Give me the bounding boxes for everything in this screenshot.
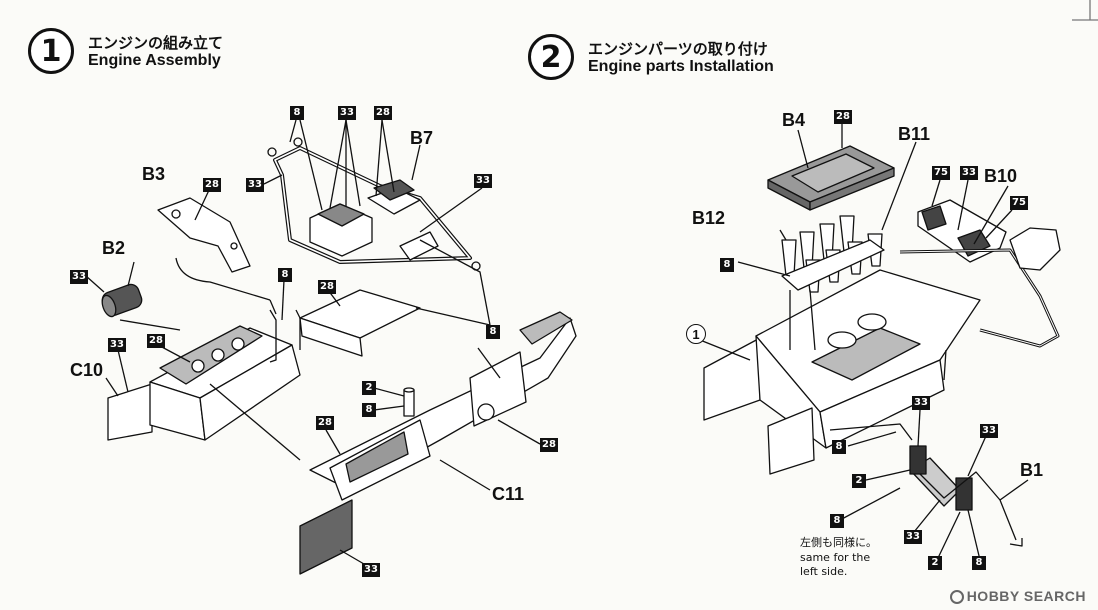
part-number-box: 28 bbox=[318, 280, 336, 294]
part-number-box: 8 bbox=[972, 556, 986, 570]
part-number-box: 8 bbox=[278, 268, 292, 282]
step-1-title-en: Engine Assembly bbox=[88, 52, 221, 69]
part-number-box: 33 bbox=[980, 424, 998, 438]
part-number-box: 2 bbox=[362, 381, 376, 395]
part-number-box: 33 bbox=[108, 338, 126, 352]
part-label-b7: B7 bbox=[410, 128, 434, 148]
watermark: HOBBY SEARCH bbox=[949, 588, 1086, 604]
part-number-box: 33 bbox=[362, 563, 380, 577]
part-number-box: 28 bbox=[834, 110, 852, 124]
reference-step-circle: 1 bbox=[686, 324, 706, 344]
step-2-title-en: Engine parts Installation bbox=[588, 58, 774, 75]
part-label-b1: B1 bbox=[1020, 460, 1044, 480]
part-number-box: 8 bbox=[486, 325, 500, 339]
part-label-b2: B2 bbox=[102, 238, 126, 258]
part-number-box: 8 bbox=[832, 440, 846, 454]
part-number-box: 28 bbox=[540, 438, 558, 452]
part-number-box: 28 bbox=[316, 416, 334, 430]
part-label-c10: C10 bbox=[70, 360, 104, 380]
part-label-b4: B4 bbox=[782, 110, 806, 130]
step-2-title-jp: エンジンパーツの取り付け bbox=[588, 40, 768, 58]
watermark-logo-icon bbox=[949, 590, 964, 604]
part-number-box: 2 bbox=[852, 474, 866, 488]
part-number-box: 33 bbox=[474, 174, 492, 188]
step-1-number: 1 bbox=[28, 28, 74, 74]
part-label-b10: B10 bbox=[984, 166, 1018, 186]
part-number-box: 33 bbox=[338, 106, 356, 120]
part-number-box: 28 bbox=[374, 106, 392, 120]
step-2-number: 2 bbox=[528, 34, 574, 80]
watermark-text: HOBBY SEARCH bbox=[966, 588, 1086, 604]
note-jp: 左側も同様に。 bbox=[800, 536, 877, 549]
part-number-box: 33 bbox=[70, 270, 88, 284]
part-number-box: 33 bbox=[960, 166, 978, 180]
note-en-line-2: left side. bbox=[800, 565, 848, 578]
part-number-box: 8 bbox=[720, 258, 734, 272]
part-number-box: 8 bbox=[362, 403, 376, 417]
part-label-c11: C11 bbox=[492, 484, 525, 504]
part-label-b3: B3 bbox=[142, 164, 166, 184]
part-number-box: 75 bbox=[1010, 196, 1028, 210]
part-label-b12: B12 bbox=[692, 208, 726, 228]
part-number-box: 8 bbox=[830, 514, 844, 528]
part-number-box: 2 bbox=[928, 556, 942, 570]
note-en-line-1: same for the bbox=[800, 551, 871, 564]
part-number-box: 75 bbox=[932, 166, 950, 180]
part-number-box: 33 bbox=[912, 396, 930, 410]
part-number-box: 8 bbox=[290, 106, 304, 120]
part-number-box: 33 bbox=[904, 530, 922, 544]
part-number-box: 28 bbox=[203, 178, 221, 192]
step-1-title-jp: エンジンの組み立て bbox=[88, 34, 224, 52]
part-number-box: 33 bbox=[246, 178, 264, 192]
part-label-b11: B11 bbox=[898, 124, 931, 144]
part-number-box: 28 bbox=[147, 334, 165, 348]
